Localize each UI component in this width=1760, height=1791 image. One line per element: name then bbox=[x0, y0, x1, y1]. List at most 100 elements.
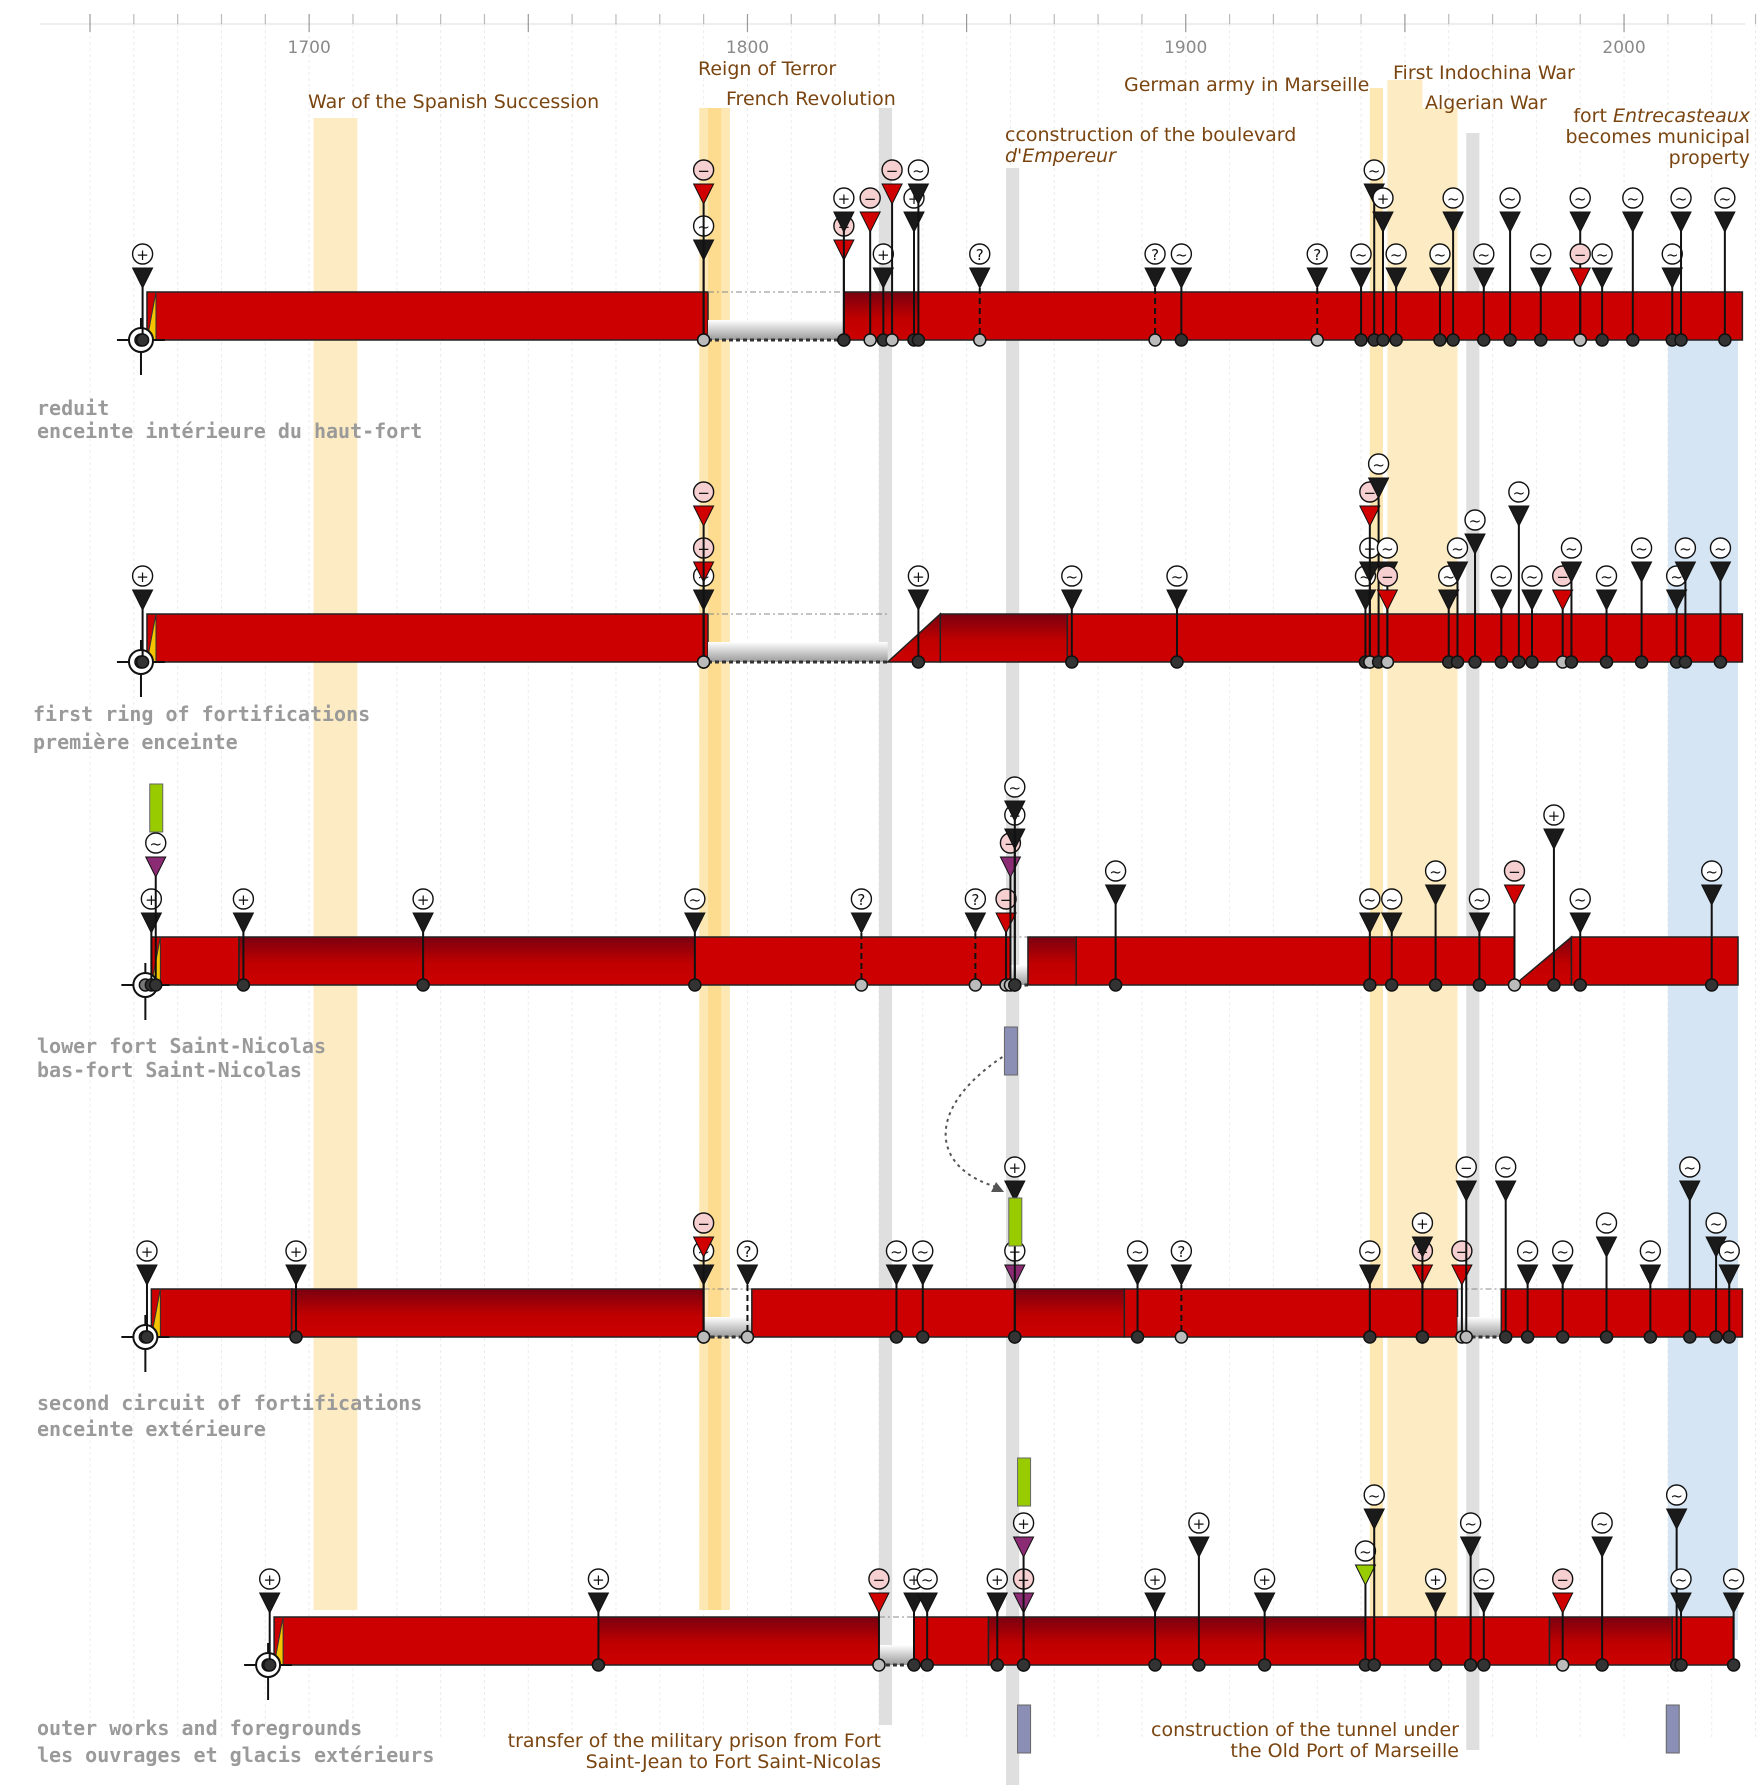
event-triangle bbox=[986, 1592, 1009, 1615]
event-glyph: − bbox=[1556, 1571, 1569, 1589]
event-modify-marker: ~ bbox=[916, 1568, 938, 1672]
label-entrecasteaux-1a: fort bbox=[1573, 105, 1613, 127]
event-glyph-circle bbox=[259, 1568, 281, 1590]
event-triangle bbox=[1569, 267, 1592, 290]
event-glyph-circle bbox=[1350, 243, 1372, 265]
event-glyph: ~ bbox=[1447, 190, 1460, 208]
event-glyph-circle bbox=[1359, 1240, 1381, 1262]
event-add-marker: + bbox=[907, 565, 930, 669]
event-base-dot bbox=[591, 1658, 606, 1672]
event-triangle bbox=[907, 183, 930, 206]
event-triangle bbox=[1424, 884, 1447, 907]
event-glyph: − bbox=[1574, 246, 1587, 264]
event-glyph: − bbox=[873, 1571, 886, 1589]
event-add-marker: + bbox=[1424, 1568, 1447, 1672]
event-triangle bbox=[131, 589, 154, 612]
event-base-dot bbox=[1463, 1658, 1478, 1672]
event-glyph-circle bbox=[1429, 243, 1451, 265]
event-triangle bbox=[903, 1592, 925, 1615]
event-glyph: ~ bbox=[1627, 190, 1640, 208]
event-modify-marker: ~ bbox=[1380, 888, 1403, 992]
event-base-dot bbox=[1674, 333, 1688, 347]
event-glyph-circle bbox=[1188, 1512, 1210, 1534]
event-modify-marker: ~ bbox=[1359, 888, 1381, 992]
event-base-dot bbox=[1722, 1330, 1736, 1344]
event-base-dot bbox=[1174, 333, 1189, 347]
event-glyph-circle bbox=[907, 159, 930, 181]
event-base-dot bbox=[1683, 1330, 1697, 1344]
event-base-dot bbox=[1494, 655, 1509, 669]
label-entrecasteaux-2: becomes municipal bbox=[1565, 126, 1750, 148]
event-glyph: ~ bbox=[1499, 1159, 1512, 1177]
label-spanish-succession: War of the Spanish Succession bbox=[308, 91, 599, 113]
event-glyph: ? bbox=[1177, 1243, 1185, 1261]
event-base-dot bbox=[889, 1330, 904, 1344]
event-glyph: ~ bbox=[1719, 190, 1732, 208]
event-glyph: − bbox=[697, 162, 710, 180]
event-base-dot bbox=[1170, 655, 1184, 669]
event-triangle bbox=[964, 912, 987, 935]
event-glyph: − bbox=[1460, 1159, 1473, 1177]
track-second-circuit bbox=[121, 1288, 1744, 1372]
segment-dark bbox=[290, 1288, 705, 1338]
event-base-dot bbox=[1599, 1330, 1614, 1344]
event-base-dot bbox=[1512, 655, 1526, 669]
event-glyph: + bbox=[592, 1571, 605, 1589]
event-glyph-circle bbox=[872, 243, 895, 265]
event-remove-marker: − bbox=[692, 1212, 715, 1344]
event-glyph-circle bbox=[1670, 187, 1692, 209]
event-triangle bbox=[1253, 1592, 1276, 1615]
transfer-block-green bbox=[1008, 1197, 1023, 1247]
event-glyph-circle bbox=[1372, 187, 1394, 209]
track-label-outer-works-fr: les ouvrages et glacis extérieurs bbox=[37, 1743, 434, 1767]
event-triangle bbox=[1144, 1592, 1166, 1615]
event-glyph-circle bbox=[868, 1568, 890, 1590]
event-glyph: ~ bbox=[1684, 1159, 1697, 1177]
event-triangle bbox=[258, 1592, 281, 1615]
label-prison-1: transfer of the military prison from For… bbox=[508, 1730, 881, 1752]
event-glyph: − bbox=[864, 190, 877, 208]
event-glyph-circle bbox=[1661, 243, 1683, 265]
event-modify-marker: ~ bbox=[1429, 243, 1451, 347]
event-glyph: + bbox=[145, 891, 158, 909]
event-triangle bbox=[1380, 912, 1403, 935]
event-triangle bbox=[1665, 589, 1688, 612]
event-triangle bbox=[833, 211, 855, 234]
event-remove-marker: − bbox=[1569, 243, 1592, 347]
event-base-dot bbox=[1477, 1658, 1491, 1672]
event-glyph: + bbox=[1416, 1215, 1429, 1233]
event-glyph-circle bbox=[412, 888, 434, 910]
event-triangle bbox=[131, 267, 154, 290]
event-modify-marker: ~ bbox=[1350, 243, 1372, 347]
event-glyph: ~ bbox=[689, 891, 702, 909]
event-glyph: ~ bbox=[1513, 484, 1526, 502]
event-glyph: ~ bbox=[1670, 1487, 1683, 1505]
event-triangle bbox=[1516, 1264, 1539, 1287]
event-glyph-circle bbox=[1722, 1568, 1745, 1590]
event-glyph: + bbox=[237, 891, 250, 909]
event-glyph: ~ bbox=[1504, 190, 1517, 208]
event-glyph: − bbox=[1456, 1243, 1469, 1261]
event-base-dot bbox=[837, 333, 851, 347]
event-base-dot bbox=[1446, 333, 1460, 347]
event-glyph: ~ bbox=[1600, 568, 1613, 586]
event-glyph-circle bbox=[916, 1568, 938, 1590]
event-triangle bbox=[872, 267, 895, 290]
event-triangle bbox=[1551, 1592, 1574, 1615]
event-glyph: + bbox=[912, 568, 925, 586]
event-triangle bbox=[1144, 267, 1166, 290]
segment-solid bbox=[146, 291, 709, 341]
event-modify-marker: ~ bbox=[1499, 187, 1521, 347]
event-remove-marker: − bbox=[881, 159, 903, 347]
event-triangle bbox=[1367, 477, 1390, 500]
event-glyph: ~ bbox=[1495, 568, 1508, 586]
event-glyph: ~ bbox=[1565, 540, 1578, 558]
event-triangle bbox=[1060, 589, 1083, 612]
segment-solid bbox=[1570, 936, 1739, 986]
segment-dark bbox=[1027, 936, 1077, 986]
event-glyph-circle bbox=[1569, 243, 1591, 265]
event-glyph: ~ bbox=[1679, 540, 1692, 558]
event-glyph-circle bbox=[1367, 453, 1390, 475]
label-entrecasteaux-1b: Entrecasteaux bbox=[1613, 105, 1751, 127]
event-base-dot bbox=[1525, 655, 1539, 669]
